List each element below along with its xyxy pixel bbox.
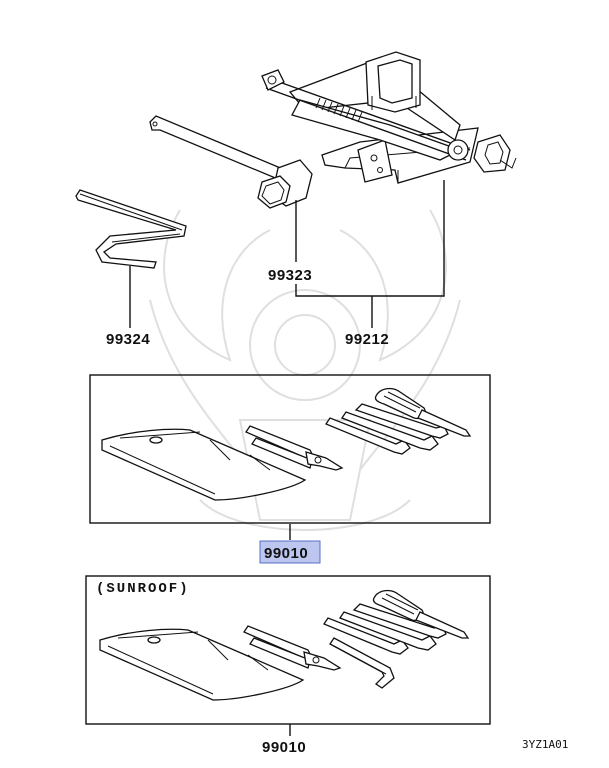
tool-kit-panel [89, 374, 491, 524]
part-label-tool-kit[interactable]: 99010 [259, 540, 321, 564]
screwdriver [374, 387, 472, 437]
jack-handle [149, 115, 313, 209]
part-number-jack-handle: 99323 [268, 267, 312, 284]
part-highlight-box [259, 540, 321, 564]
leader-jack-bracket [295, 180, 445, 297]
pliers-sunroof [243, 625, 342, 671]
tool-kit-sunroof-panel: (SUNROOF) [85, 575, 491, 725]
part-number-jack: 99212 [345, 331, 389, 348]
diagram-code: 3YZ1A01 [522, 738, 568, 751]
scissor-jack [261, 51, 517, 184]
hex-wrench [75, 189, 187, 269]
tool-kit-frame [89, 374, 491, 524]
screwdriver-sunroof [372, 589, 470, 639]
part-label-jack-handle[interactable]: 99323 [268, 267, 312, 284]
jack-screw-thread [315, 97, 363, 123]
pliers [245, 425, 344, 471]
spanner-set [325, 403, 449, 455]
part-label-tool-kit-sunroof[interactable]: 99010 [262, 739, 306, 756]
part-number-hex-wrench: 99324 [106, 331, 150, 348]
sunroof-hex-key [329, 637, 395, 689]
sunroof-caption: (SUNROOF) [96, 581, 190, 597]
tool-kit-sunroof-frame [85, 575, 491, 725]
leader-lines [129, 180, 445, 736]
tool-bag-sunroof [99, 628, 305, 701]
tool-bag [101, 428, 307, 501]
part-label-hex-wrench[interactable]: 99324 [106, 331, 150, 348]
part-number-tool-kit: 99010 [264, 545, 308, 562]
part-label-jack[interactable]: 99212 [345, 331, 389, 348]
part-number-tool-kit-sunroof: 99010 [262, 739, 306, 756]
